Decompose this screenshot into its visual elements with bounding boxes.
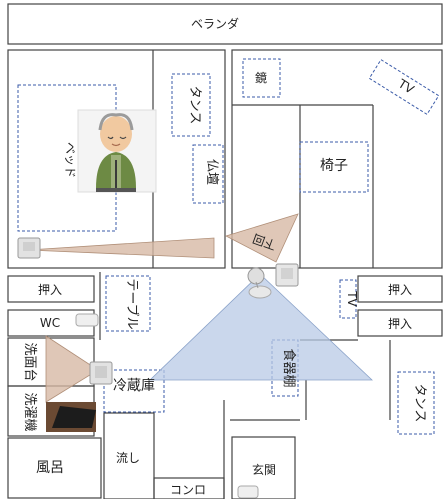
entrance-sensor-icon [237, 485, 259, 499]
tv-small-outline [339, 279, 357, 319]
butsudan-outline [192, 144, 224, 204]
oshiire-right-bottom-label: 押入 [388, 317, 412, 331]
camera-sensor-icon [247, 267, 272, 299]
oshiire-right-top-label: 押入 [388, 283, 412, 297]
genkan-label: 玄関 [252, 462, 276, 477]
tv-small-label: TV [345, 290, 359, 307]
coverage-cone-blue [149, 273, 374, 381]
coverage-cone-brown-wc [45, 335, 99, 403]
furo-label: 風呂 [36, 460, 64, 476]
sensor-devices [17, 237, 299, 499]
bed-label: ベッド [63, 142, 77, 178]
oshiire-left-label: 押入 [38, 283, 62, 297]
camera-sensor-icon [17, 237, 41, 259]
table-label: テーブル [124, 278, 140, 329]
mirror-label: 鏡 [255, 70, 267, 85]
table-outline [105, 275, 151, 332]
tansu-right-label: タンス [412, 384, 427, 423]
sink-box [103, 412, 155, 499]
coverage-cone-brown-left [27, 237, 215, 259]
tansu-top-label: タンス [187, 86, 202, 125]
wc-sensor-icon [75, 313, 99, 327]
bath-box [7, 437, 102, 499]
oshiire-right-top-box [357, 275, 443, 303]
tv-diag-label: TV [395, 76, 417, 97]
camera-sensor-icon [275, 263, 299, 287]
reizouko-outline [103, 369, 165, 413]
isu-label: 椅子 [320, 158, 348, 174]
elderly-man-icon [77, 109, 157, 193]
coverage-cone-brown-center [224, 213, 299, 263]
camera-sensor-icon [89, 361, 113, 385]
nagashi-label: 流し [116, 451, 140, 465]
oshiire-left-box [7, 275, 95, 303]
entrance-box [231, 436, 296, 499]
wc-label: WC [40, 316, 60, 330]
washing-machine-icon [46, 402, 96, 432]
konro-label: コンロ [170, 483, 206, 497]
isu-outline [299, 141, 369, 193]
mirror-outline [242, 58, 281, 98]
veranda-label: ベランダ [191, 16, 239, 31]
butsudan-label: 仏壇 [204, 159, 220, 185]
shokkidana-label: 食器棚 [281, 348, 297, 387]
bedroom-right [231, 49, 443, 269]
reizouko-label: 冷蔵庫 [113, 377, 155, 394]
tansu-right-outline [397, 371, 435, 435]
sentakuki-label: 洗濯機 [22, 392, 37, 431]
veranda-room [7, 3, 443, 45]
bedroom-left [7, 49, 226, 269]
oshiire-right-bottom-box [357, 309, 443, 337]
senmendai-label: 洗面台 [22, 342, 37, 381]
